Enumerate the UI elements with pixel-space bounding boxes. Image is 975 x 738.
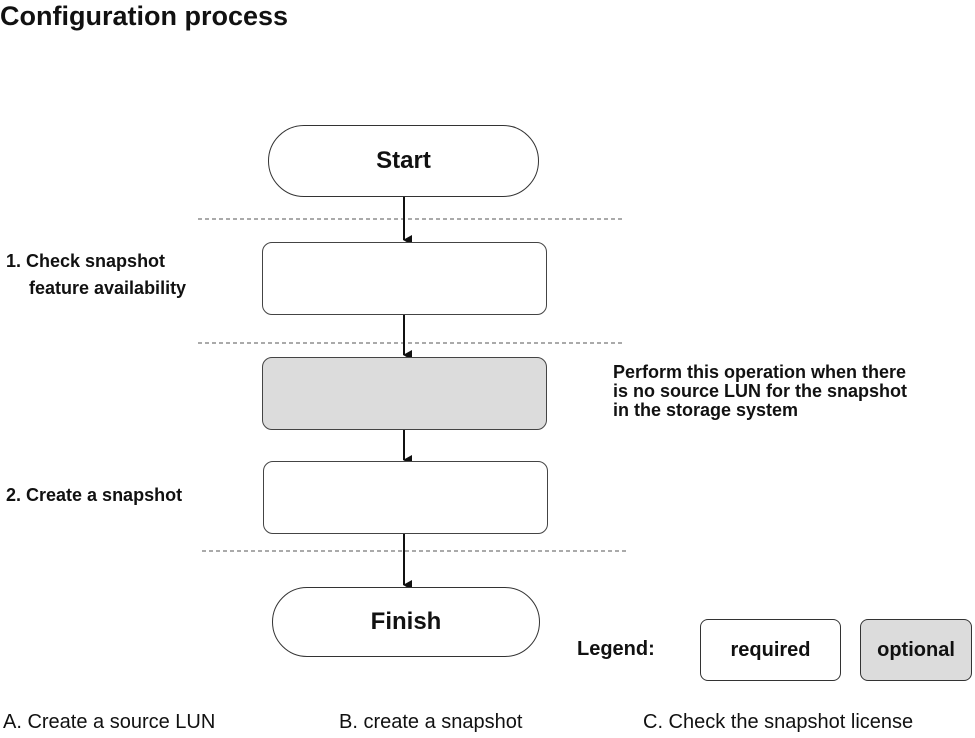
step-1-label-line1: 1. Check snapshot xyxy=(6,251,166,271)
step-1-label-line2: feature availability xyxy=(29,278,187,298)
start-terminal: Start xyxy=(268,125,539,197)
legend-title: Legend: xyxy=(577,638,655,660)
answer-option-b[interactable]: B. create a snapshot xyxy=(339,711,523,733)
step-1-label: 1. Check snapshot feature availability xyxy=(6,248,186,302)
optional-step-note: Perform this operation when there is no … xyxy=(613,363,907,420)
start-label: Start xyxy=(376,147,431,174)
answer-option-a[interactable]: A. Create a source LUN xyxy=(3,711,216,733)
optional-note-line: Perform this operation when there xyxy=(613,362,907,382)
finish-terminal: Finish xyxy=(272,587,540,657)
legend-optional-label: optional xyxy=(877,638,955,661)
optional-note-line: in the storage system xyxy=(613,400,799,420)
step-2-box xyxy=(263,461,548,534)
optional-step-box xyxy=(262,357,547,430)
answer-option-c[interactable]: C. Check the snapshot license xyxy=(643,711,914,733)
page-title: Configuration process xyxy=(0,1,289,31)
legend-required-label: required xyxy=(730,638,811,661)
step-1-box xyxy=(262,242,547,315)
legend-optional-box: optional xyxy=(860,619,972,681)
finish-label: Finish xyxy=(370,608,442,635)
legend-required-box: required xyxy=(700,619,841,681)
step-2-label: 2. Create a snapshot xyxy=(6,485,183,505)
optional-note-line: is no source LUN for the snapshot xyxy=(613,381,908,401)
